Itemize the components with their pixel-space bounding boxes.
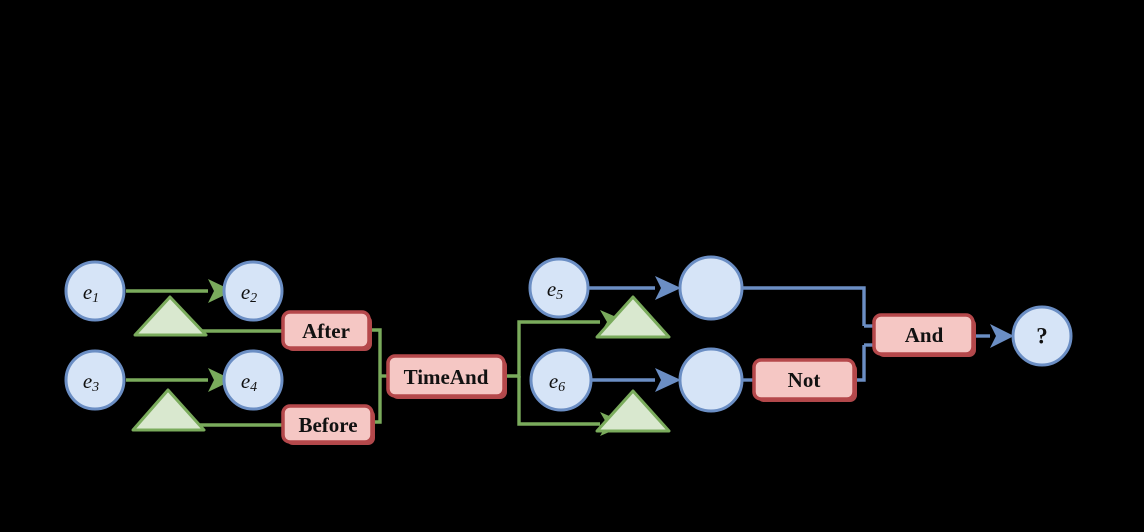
edge-and-to-result — [975, 324, 1014, 348]
svg-text:e3: e3 — [83, 369, 99, 395]
op-box-before[interactable]: Before — [281, 404, 375, 445]
node-e3[interactable]: e3 — [64, 349, 126, 411]
op-box-timeand-label: TimeAnd — [404, 365, 489, 389]
node-e5-sub: 5 — [556, 288, 563, 303]
svg-text:e4: e4 — [241, 369, 257, 395]
node-e2-base: e — [241, 280, 250, 304]
node-e6[interactable]: e6 — [529, 348, 593, 412]
op-box-not-label: Not — [788, 368, 821, 392]
triangle-3 — [595, 295, 671, 339]
node-e5-base: e — [547, 277, 556, 301]
edge-e5-to-blank-top — [588, 276, 681, 300]
node-result-label: ? — [1036, 324, 1048, 349]
node-e4[interactable]: e4 — [222, 349, 284, 411]
op-box-and-label: And — [905, 323, 944, 347]
edge-e6-to-blank-bottom — [590, 368, 681, 392]
node-e3-base: e — [83, 369, 92, 393]
node-e1[interactable]: e1 — [64, 260, 126, 322]
svg-text:e5: e5 — [547, 277, 563, 303]
triangle-4 — [595, 389, 671, 433]
node-e1-sub: 1 — [92, 291, 99, 306]
triangle-1 — [133, 295, 208, 337]
node-e1-base: e — [83, 280, 92, 304]
node-e5[interactable]: e5 — [528, 257, 590, 319]
op-box-after-label: After — [302, 319, 350, 343]
edge-e1-to-e2 — [126, 279, 233, 303]
svg-text:e2: e2 — [241, 280, 257, 306]
op-box-and[interactable]: And — [872, 313, 976, 357]
svg-text:e1: e1 — [83, 280, 99, 306]
node-e2-sub: 2 — [250, 291, 257, 306]
node-e2[interactable]: e2 — [222, 260, 284, 322]
op-box-before-label: Before — [298, 413, 357, 437]
node-blank-top[interactable] — [678, 255, 744, 321]
edge-e3-to-e4 — [126, 368, 233, 392]
svg-text:e6: e6 — [549, 369, 565, 395]
node-result[interactable]: ? — [1011, 305, 1073, 367]
node-e6-base: e — [549, 369, 558, 393]
op-box-timeand[interactable]: TimeAnd — [386, 354, 507, 399]
node-e4-sub: 4 — [250, 380, 257, 395]
node-blank-bottom[interactable] — [678, 347, 744, 413]
node-e3-sub: 3 — [91, 380, 99, 395]
triangle-2 — [131, 388, 206, 432]
op-box-not[interactable]: Not — [752, 358, 857, 402]
node-e4-base: e — [241, 369, 250, 393]
node-e6-sub: 6 — [558, 380, 565, 395]
op-box-after[interactable]: After — [281, 310, 372, 351]
